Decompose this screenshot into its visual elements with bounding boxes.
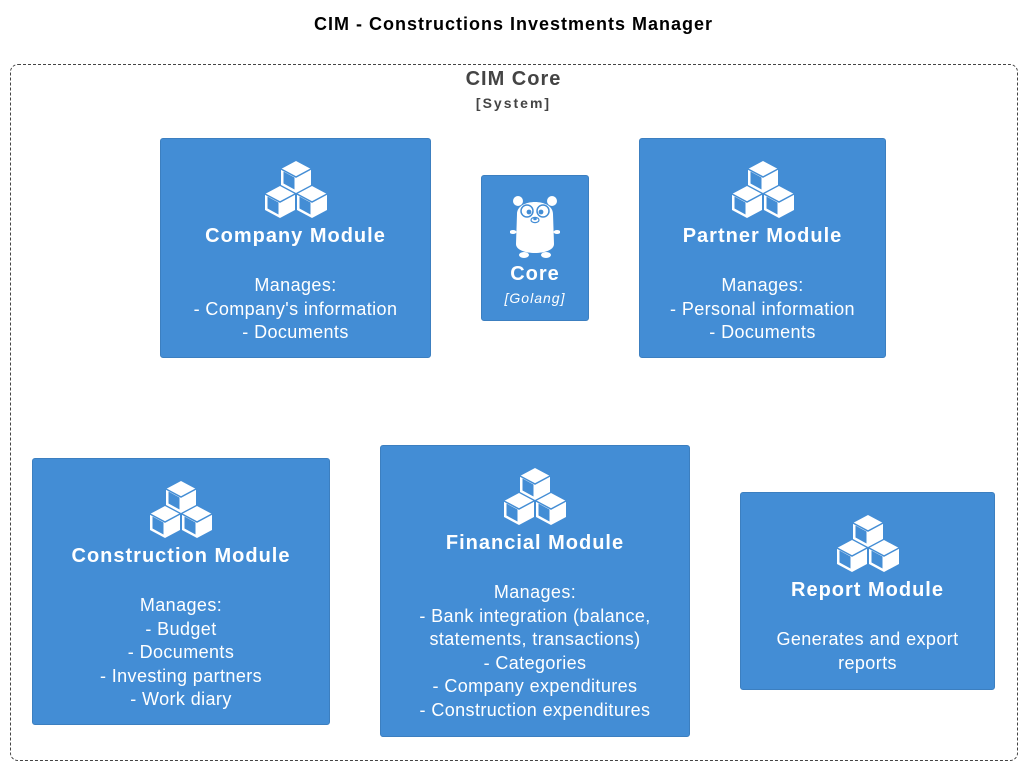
cubes-icon [264, 161, 328, 219]
component-technology: [Golang] [504, 290, 566, 306]
financial-module: Financial Module Manages: - Bank integra… [380, 445, 690, 737]
boundary-name: CIM Core [465, 68, 562, 90]
description-line: - Work diary [130, 689, 232, 709]
description-line: - Documents [127, 642, 235, 662]
component-description: Manages: - Budget - Documents - Investin… [33, 594, 329, 712]
component-name: Core [510, 263, 560, 285]
description-line: - Categories [483, 652, 587, 673]
report-module: Report Module Generates and export repor… [740, 492, 995, 690]
description-line: - Construction expenditures [419, 699, 651, 720]
description-line: Manages: [493, 582, 577, 602]
cubes-icon [503, 468, 567, 526]
component-name: Partner Module [682, 225, 843, 247]
description-line: Manages: [721, 275, 804, 295]
description-line: - Investing partners [99, 665, 263, 686]
core-component: Core [Golang] [481, 175, 589, 321]
partner-module: Partner Module Manages: - Personal infor… [639, 138, 886, 358]
description-line: - Company expenditures [432, 676, 638, 696]
description-line: - Bank integration (balance, [419, 605, 651, 626]
description-line: Generates and export [776, 629, 959, 649]
component-name: Report Module [791, 579, 944, 601]
description-line: - Budget [145, 618, 217, 639]
description-line: statements, transactions) [429, 629, 641, 649]
system-boundary [10, 64, 1018, 761]
company-module: Company Module Manages: - Company's info… [160, 138, 431, 358]
construction-module: Construction Module Manages: - Budget - … [32, 458, 330, 725]
description-line: Manages: [254, 275, 337, 295]
component-description: Manages: - Bank integration (balance, st… [381, 581, 689, 722]
cubes-icon [149, 481, 213, 539]
component-name: Company Module [205, 225, 386, 247]
component-name: Construction Module [71, 545, 291, 567]
description-line: - Personal information [670, 298, 855, 319]
description-line: - Documents [242, 322, 349, 342]
cubes-icon [731, 161, 795, 219]
component-description: Generates and export reports [741, 628, 994, 675]
description-line: - Documents [709, 322, 816, 342]
component-description: Manages: - Company's information - Docum… [161, 274, 430, 345]
component-name: Financial Module [445, 532, 625, 554]
diagram-title: CIM - Constructions Investments Manager [313, 14, 714, 34]
boundary-type: [System] [475, 95, 552, 111]
description-line: Manages: [139, 595, 223, 615]
description-line: - Company's information [193, 298, 398, 319]
description-line: reports [838, 652, 897, 673]
gopher-icon [510, 196, 560, 258]
component-description: Manages: - Personal information - Docume… [640, 274, 885, 345]
cubes-icon [836, 515, 900, 573]
